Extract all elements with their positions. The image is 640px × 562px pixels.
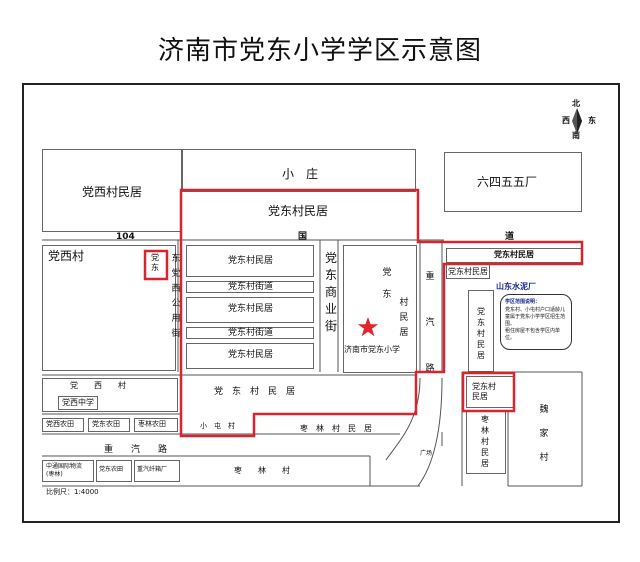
compass-west: 西 (562, 116, 570, 125)
block-dangxi-residents (42, 149, 182, 232)
block-zaolin-right (466, 410, 506, 474)
label-street-a: 党东村街道 (228, 282, 274, 292)
block-xiaozhuang (182, 149, 416, 192)
label-wei-village: 魏家村 (539, 405, 549, 463)
label-dangxi-village: 党西村 (48, 249, 85, 263)
block-street-a (186, 281, 314, 293)
compass-arrow-icon (572, 108, 582, 134)
block-dangxi-village (42, 245, 176, 371)
label-dongcun-box: 党东村民居 (472, 382, 496, 401)
compass: 北 西 东 南 (556, 98, 612, 146)
block-dangdong-nongtian (96, 460, 132, 482)
label-zhongtong-logistics: 中通国际物流(枣林) (46, 463, 83, 478)
label-xitun-row: 党 西 村 (70, 381, 126, 390)
block-liusi-factory (444, 152, 582, 212)
label-dangxi-pink: 党东 (151, 253, 159, 272)
label-zaolin-right: 枣林村民居 (481, 415, 489, 468)
block-nongtian-3 (134, 418, 178, 432)
map-frame (22, 83, 620, 523)
block-dongcun-vertical (468, 290, 494, 372)
label-school-residents-2: 村民居 (399, 298, 409, 338)
label-dongcun-bottom: 党 东 村 民 居 (214, 387, 296, 397)
label-nongtian-3: 枣林农田 (138, 420, 166, 428)
label-dongcun-top: 党东村民居 (268, 204, 329, 218)
zone-legend-title: 学区范围说明： (505, 299, 541, 305)
block-dangxi-middle (58, 396, 98, 410)
label-dongcun-right: 党东村民居 (494, 250, 534, 259)
block-street-b (186, 327, 314, 339)
label-zaolin-residents: 枣 林 村 民 居 (300, 424, 372, 433)
block-residents-a (186, 245, 314, 277)
compass-south: 南 (572, 131, 580, 140)
label-zaolin-village: 枣 林 村 (234, 466, 290, 475)
label-residents-b: 党东村民居 (228, 304, 274, 314)
label-guangchang: 广场 (420, 450, 433, 457)
label-dangxi-middle: 党西中学 (62, 398, 94, 407)
block-zhongtong-logistics (42, 460, 94, 482)
label-road104: 104 (116, 232, 135, 242)
label-dangxi-residents: 党西村民居 (82, 185, 143, 199)
label-dongcun-small: 党东村民居 (448, 267, 488, 276)
label-dao: 道 (505, 232, 515, 242)
label-xiaozhuang: 小 庄 (282, 167, 319, 181)
block-dongcun-box (466, 376, 514, 408)
label-residents-c: 党东村民居 (228, 350, 274, 360)
label-residents-a: 党东村民居 (228, 256, 274, 266)
zone-legend-text2: 租住房屋不包含学区内单位。 (505, 328, 561, 341)
label-scale: 比例尺：1:4000 (46, 488, 99, 496)
label-commercial-street: 党东商业街 (324, 251, 337, 333)
block-nongtian-2 (88, 418, 130, 432)
label-nongtian-2: 党东农田 (92, 420, 120, 428)
label-xiaotun: 小 屯 村 (200, 422, 235, 430)
map-title: 济南市党东小学学区示意图 (157, 36, 482, 66)
label-liusi-factory: 六四五五厂 (477, 175, 538, 189)
label-guo: 国 (298, 232, 308, 242)
block-zhongqi-factory (134, 460, 180, 482)
label-zhongqi-factory: 重汽纤箱厂 (137, 466, 168, 473)
block-residents-c (186, 343, 314, 369)
zone-legend: 学区范围说明： 党东村、小屯村户口适龄儿童属于党东小学学区招生范围。 租住房屋不… (500, 294, 572, 350)
compass-east: 东 (588, 116, 596, 125)
label-school: 济南市党东小学 (344, 345, 400, 354)
school-star-icon (357, 317, 379, 337)
block-school-area (343, 245, 417, 373)
label-dangdong-nongtian: 党东农田 (99, 466, 124, 473)
label-nongtian-1: 党西农田 (46, 420, 74, 428)
label-street-b: 党东村街道 (228, 328, 274, 338)
label-dangxi-road: 东党西公用街 (171, 254, 181, 339)
label-zhongqi-road: 重汽路 (425, 272, 435, 374)
label-cement-factory: 山东水泥厂 (496, 282, 536, 291)
block-residents-b (186, 297, 314, 323)
compass-north: 北 (572, 99, 580, 108)
zone-legend-text: 党东村、小屯村户口适龄儿童属于党东小学学区招生范围。 (505, 307, 566, 327)
label-school-residents-1: 党东 (382, 268, 392, 300)
label-zhongqi-bottom: 重 汽 路 (104, 445, 168, 455)
block-nongtian-1 (42, 418, 84, 432)
label-dongcun-vertical: 党东村民居 (477, 307, 485, 360)
